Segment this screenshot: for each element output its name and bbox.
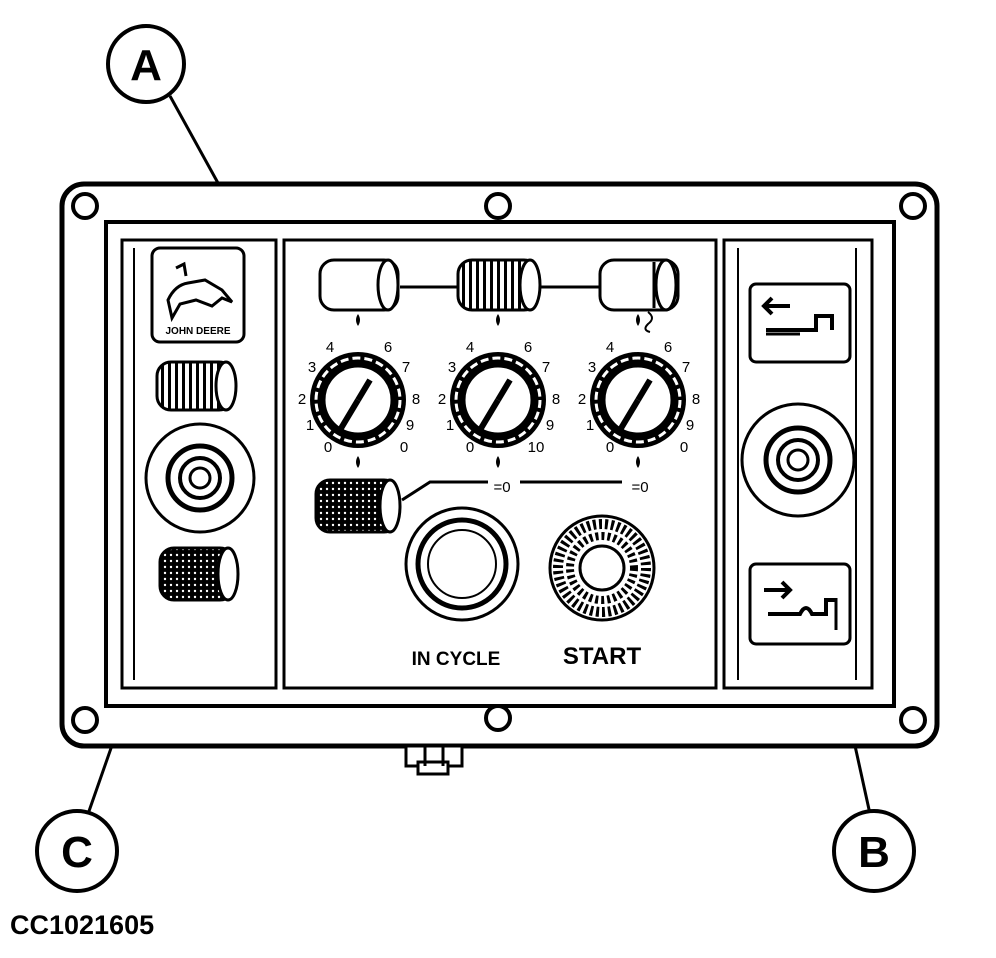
left-dotted-indicator — [158, 546, 240, 602]
in-cycle-label: IN CYCLE — [412, 649, 501, 670]
svg-text:A: A — [130, 41, 162, 90]
figure-id: CC1021605 — [10, 910, 154, 940]
callout-c: C — [35, 809, 119, 893]
john-deere-logo: JOHN DEERE — [150, 246, 246, 344]
svg-text:6: 6 — [384, 339, 392, 356]
svg-text:10: 10 — [528, 439, 545, 456]
center-dotted-indicator — [314, 478, 402, 534]
start-label: START — [563, 643, 642, 670]
indicator-ribbed-middle — [456, 258, 542, 312]
dial-right[interactable] — [590, 352, 686, 448]
left-ribbed-indicator — [155, 360, 238, 412]
svg-text:7: 7 — [542, 359, 550, 376]
in-cycle-light — [404, 506, 520, 622]
zero-line-left — [401, 480, 488, 502]
svg-text:9: 9 — [546, 417, 554, 434]
top-indicator-row — [318, 258, 680, 333]
svg-text:8: 8 — [412, 391, 420, 408]
svg-text:4: 4 — [326, 339, 334, 356]
svg-text:0: 0 — [680, 439, 688, 456]
svg-text:0: 0 — [466, 439, 474, 456]
dial-middle-scale: 0 1 2 3 4 6 7 8 9 10 — [438, 339, 560, 456]
center-section — [282, 238, 718, 690]
zero-mark-right: =0 — [631, 479, 648, 496]
svg-text:0: 0 — [606, 439, 614, 456]
svg-text:4: 4 — [606, 339, 614, 356]
svg-text:2: 2 — [438, 391, 446, 408]
leader-line-a — [168, 95, 220, 184]
svg-text:1: 1 — [446, 417, 454, 434]
dial-left-scale: 0 1 2 3 4 6 7 8 9 0 — [298, 339, 420, 456]
dial-right-scale: 0 1 2 3 4 6 7 8 9 0 — [578, 339, 700, 456]
indicator-plain-right — [598, 258, 680, 312]
right-push-button[interactable] — [740, 402, 856, 518]
svg-text:8: 8 — [552, 391, 560, 408]
svg-text:3: 3 — [588, 359, 596, 376]
svg-text:0: 0 — [324, 439, 332, 456]
svg-text:7: 7 — [682, 359, 690, 376]
mounting-screws — [71, 192, 927, 734]
svg-text:9: 9 — [686, 417, 694, 434]
svg-text:9: 9 — [406, 417, 414, 434]
callout-a: A — [106, 24, 186, 104]
dial-left[interactable] — [310, 352, 406, 448]
svg-text:8: 8 — [692, 391, 700, 408]
svg-text:3: 3 — [448, 359, 456, 376]
dial-middle[interactable] — [450, 352, 546, 448]
svg-text:C: C — [61, 828, 93, 877]
callout-b: B — [832, 809, 916, 893]
start-button[interactable] — [548, 514, 656, 622]
left-push-button[interactable] — [144, 422, 256, 534]
extend-button[interactable] — [748, 562, 852, 646]
svg-text:0: 0 — [400, 439, 408, 456]
retract-button[interactable] — [748, 282, 852, 364]
svg-text:6: 6 — [524, 339, 532, 356]
svg-text:3: 3 — [308, 359, 316, 376]
svg-text:2: 2 — [578, 391, 586, 408]
bottom-connector — [404, 744, 464, 776]
svg-text:4: 4 — [466, 339, 474, 356]
zero-mark-middle: =0 — [493, 479, 510, 496]
logo-text: JOHN DEERE — [165, 326, 230, 337]
svg-text:1: 1 — [306, 417, 314, 434]
indicator-plain-left — [318, 258, 400, 312]
dial-drop-marks — [356, 456, 640, 468]
svg-text:B: B — [858, 828, 890, 877]
svg-text:6: 6 — [664, 339, 672, 356]
svg-text:1: 1 — [586, 417, 594, 434]
svg-text:2: 2 — [298, 391, 306, 408]
svg-text:7: 7 — [402, 359, 410, 376]
